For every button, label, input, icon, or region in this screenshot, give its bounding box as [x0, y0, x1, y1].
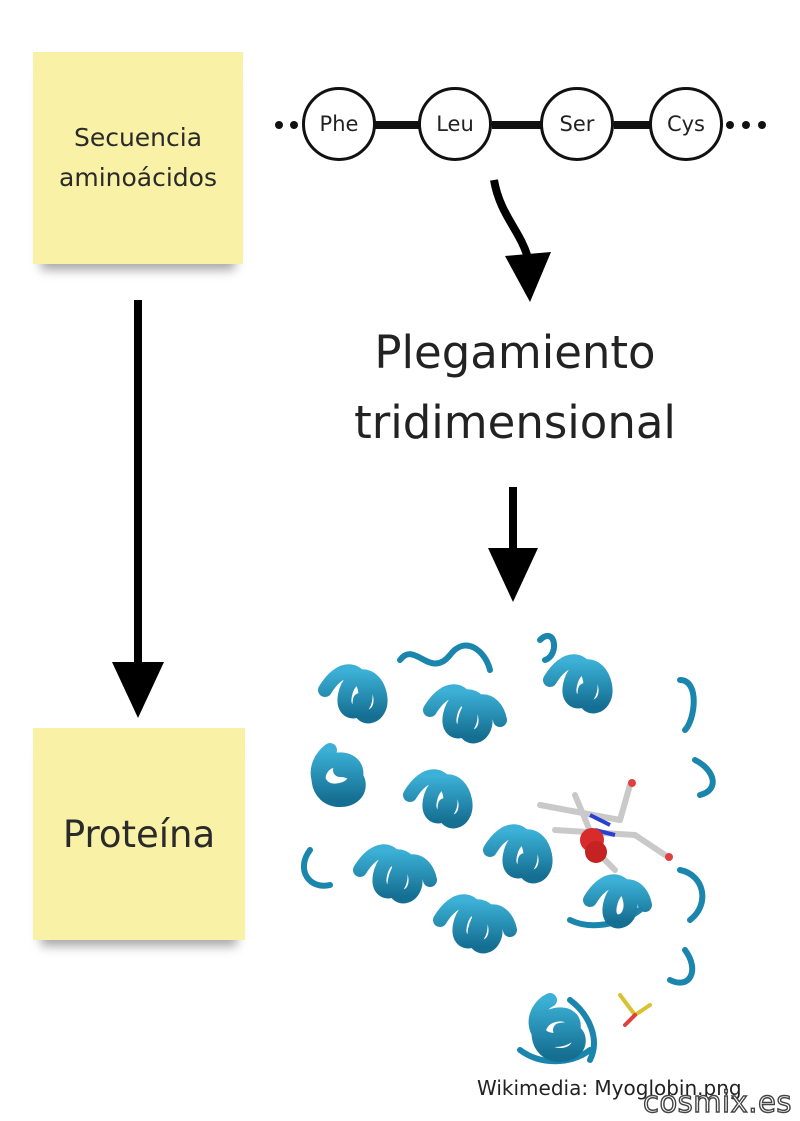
folding-label: Plegamiento tridimensional	[320, 318, 710, 458]
sequence-note-line-1: Secuencia	[73, 123, 203, 152]
chain-dot	[275, 121, 283, 129]
chain-dot	[742, 121, 750, 129]
sequence-note-line-2: aminoácidos	[59, 163, 217, 192]
chain-dot	[726, 121, 734, 129]
amino-acid-chain	[275, 121, 766, 129]
residue-leu: Leu	[418, 87, 492, 161]
arrow-folding-to-structure	[488, 487, 538, 602]
arrow-sequence-to-protein	[112, 300, 164, 718]
protein-sticky-note: Proteína	[33, 728, 245, 940]
watermark: cosmix.es	[642, 1084, 792, 1119]
heme-group	[537, 779, 673, 873]
residue-ser: Ser	[540, 87, 614, 161]
image-credit: Wikimedia: Myoglobin.png	[477, 1076, 742, 1100]
folding-label-line-1: Plegamiento	[374, 326, 656, 379]
residue-phe: Phe	[302, 87, 376, 161]
residue-cys: Cys	[649, 87, 723, 161]
sequence-sticky-note: Secuencia aminoácidos	[33, 52, 243, 264]
chain-dot	[758, 121, 766, 129]
protein-note-text: Proteína	[62, 812, 216, 856]
myoglobin-structure-image	[301, 632, 716, 1065]
sequence-note-text: Secuencia aminoácidos	[59, 118, 217, 198]
folding-label-line-2: tridimensional	[354, 396, 676, 449]
sulfate-ion	[618, 993, 652, 1027]
chain-dot	[290, 121, 298, 129]
